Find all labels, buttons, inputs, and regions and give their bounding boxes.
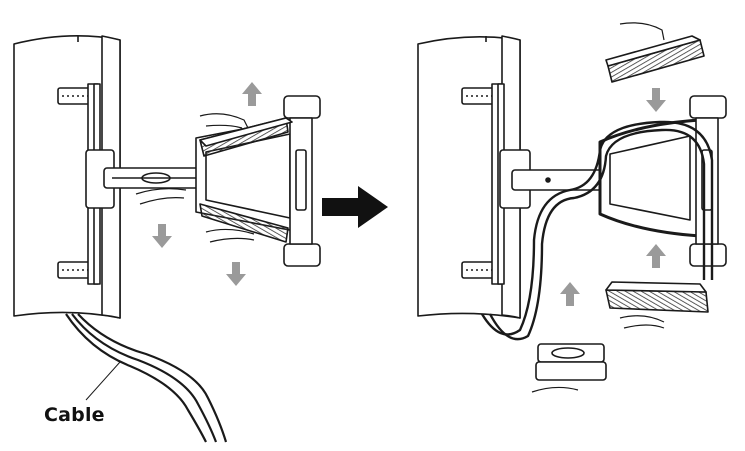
cable-routed [480, 120, 714, 341]
arrow-icon [322, 186, 388, 228]
cable-cover-top-left [199, 117, 293, 157]
arrow-icon [152, 224, 172, 248]
cable-cover-bottom-right [605, 281, 709, 313]
cable-cover-small [535, 343, 607, 381]
arrow-icon [242, 82, 262, 106]
wall-plate-left [57, 83, 115, 285]
arrow-icon [226, 262, 246, 286]
cable-bundle [65, 313, 228, 443]
arrow-icon [560, 282, 580, 306]
hand-icon [619, 315, 665, 329]
arrow-icon [646, 244, 666, 268]
hand-icon [199, 113, 249, 129]
hand-icon [205, 228, 255, 243]
hand-icon [135, 188, 187, 205]
cable-leader-line [85, 361, 121, 401]
swing-arm-left [103, 167, 201, 189]
cable-label: Cable [44, 404, 105, 426]
left-illustration [13, 35, 321, 443]
cable-cover-bottom-left [199, 203, 289, 243]
tv-bracket-right [598, 95, 727, 267]
hand-icon [619, 22, 665, 41]
arrow-icon [646, 88, 666, 112]
hand-icon [531, 386, 579, 393]
right-illustration [417, 22, 727, 393]
cable-cover-top-right [605, 35, 705, 83]
